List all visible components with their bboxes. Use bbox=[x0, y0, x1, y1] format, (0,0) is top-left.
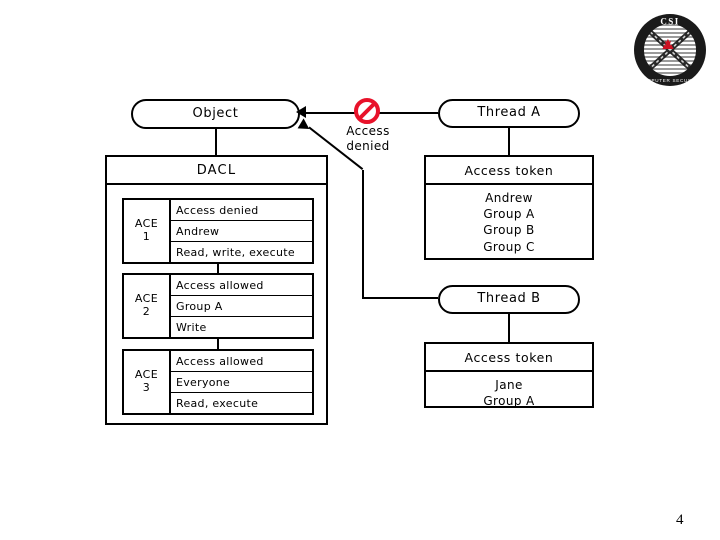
ace-2-principal: Group A bbox=[171, 296, 312, 317]
arrowhead-thread-a-object bbox=[296, 106, 306, 118]
ace-1-label-line2: 1 bbox=[142, 230, 151, 243]
svg-text:COMPUTER SECURITY: COMPUTER SECURITY bbox=[639, 78, 702, 83]
ace-1-label: ACE 1 bbox=[124, 200, 171, 262]
ace-1-access-type: Access denied bbox=[171, 200, 312, 221]
access-token-b-entries: Jane Group A bbox=[426, 372, 592, 415]
ace-3-label-line2: 3 bbox=[142, 381, 151, 394]
access-denied-label-line2: denied bbox=[346, 139, 390, 153]
dacl-container: DACL ACE 1 Access denied Andrew Read, wr… bbox=[105, 155, 328, 425]
token-a-entry-0: Andrew bbox=[485, 191, 533, 205]
arrowhead-thread-b-object bbox=[294, 118, 310, 134]
connector-thread-b-horizontal bbox=[362, 297, 438, 299]
ace-2-label-line2: 2 bbox=[142, 305, 151, 318]
ace-3-principal: Everyone bbox=[171, 372, 312, 393]
object-label: Object bbox=[192, 105, 239, 121]
ace-2-label-line1: ACE bbox=[134, 292, 159, 306]
access-denied-label-line1: Access bbox=[346, 124, 390, 138]
token-b-entry-1: Group A bbox=[483, 394, 535, 409]
object-node: Object bbox=[131, 99, 300, 129]
ace-2-label: ACE 2 bbox=[124, 275, 171, 337]
connector-thread-b-token bbox=[508, 314, 510, 342]
thread-a-label: Thread A bbox=[477, 105, 541, 121]
ace-entry-3: ACE 3 Access allowed Everyone Read, exec… bbox=[122, 349, 314, 415]
page-number: 4 bbox=[676, 512, 684, 528]
access-token-a-entries: Andrew Group A Group B Group C bbox=[426, 185, 592, 261]
connector-object-dacl bbox=[215, 128, 217, 155]
prohibition-icon bbox=[353, 97, 381, 125]
connector-thread-a-token bbox=[508, 128, 510, 155]
ace-3-label-line1: ACE bbox=[134, 368, 159, 382]
token-a-entry-3: Group C bbox=[483, 239, 535, 254]
thread-a-node: Thread A bbox=[438, 99, 580, 128]
ace-2-access-type: Access allowed bbox=[171, 275, 312, 296]
ace-entry-2: ACE 2 Access allowed Group A Write bbox=[122, 273, 314, 339]
csi-logo: CSI COMPUTER SECURITY bbox=[632, 12, 708, 88]
token-a-entry-1: Group A bbox=[483, 207, 535, 222]
access-token-a-header: Access token bbox=[426, 157, 592, 185]
token-a-entry-2: Group B bbox=[483, 223, 535, 238]
thread-b-label: Thread B bbox=[477, 291, 541, 307]
ace-1-permissions: Read, write, execute bbox=[176, 245, 295, 259]
connector-thread-b-vertical bbox=[362, 170, 364, 299]
thread-b-node: Thread B bbox=[438, 285, 580, 314]
access-token-a: Access token Andrew Group A Group B Grou… bbox=[424, 155, 594, 260]
ace-3-access-type: Access allowed bbox=[171, 351, 312, 372]
ace-2-permissions: Write bbox=[176, 320, 207, 334]
connector-ace2-ace3 bbox=[217, 339, 219, 349]
access-token-b: Access token Jane Group A bbox=[424, 342, 594, 408]
ace-1-label-line1: ACE bbox=[134, 217, 159, 231]
svg-text:CSI: CSI bbox=[660, 17, 679, 27]
ace-3-label: ACE 3 bbox=[124, 351, 171, 413]
dacl-header: DACL bbox=[107, 157, 326, 185]
token-b-entry-0: Jane bbox=[495, 378, 523, 392]
ace-entry-1: ACE 1 Access denied Andrew Read, write, … bbox=[122, 198, 314, 264]
connector-ace1-ace2 bbox=[217, 264, 219, 273]
access-token-b-header: Access token bbox=[426, 344, 592, 372]
access-denied-label: Access denied bbox=[325, 124, 411, 154]
ace-3-permissions: Read, execute bbox=[176, 396, 259, 410]
ace-1-principal: Andrew bbox=[171, 221, 312, 242]
